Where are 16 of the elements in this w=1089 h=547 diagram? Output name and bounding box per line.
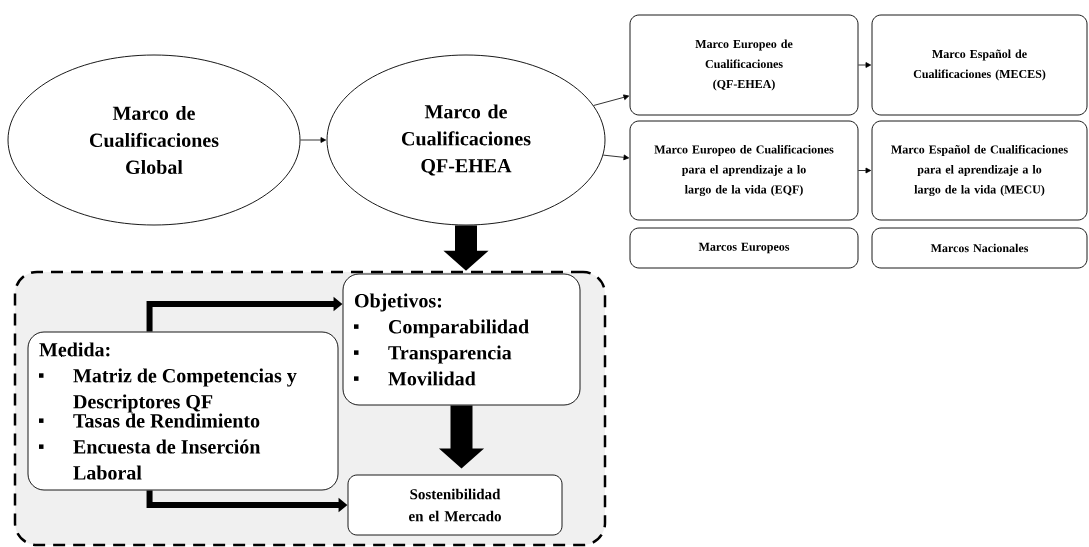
ellipse-node: Marco de Cualificaciones QF-EHEA [326,54,606,226]
arrow [593,94,630,106]
rounded-box: Marco Español de Cualificaciones (MECES) [871,14,1088,116]
rounded-box: Marco Europeo de Cualificaciones para el aprendizaje a lo largo de la vida (EQF) [629,120,859,221]
arrow [602,154,630,161]
rounded-box: Sostenibilidad en el Mercado [347,474,563,536]
list-box: Objetivos: Comparabilidad Transparencia Movilidad [342,273,581,406]
rounded-box: Marco Español de Cualificaciones para el aprendizaje a lo largo de la vida (MECU) [871,120,1088,221]
list-box: Medida: Matriz de Competencias y Descriptores QF Tasas de Rendimiento Encuesta de Inserción Laboral [27,331,339,491]
rounded-box: Marcos Europeos [629,227,859,269]
rounded-box: Marco Europeo de Cualificaciones (QF-EHEA) [629,14,859,116]
arrow [858,167,872,174]
rounded-box: Marcos Nacionales [871,227,1088,269]
ellipse-node: Marco de Cualificaciones Global [7,54,301,226]
arrow [858,62,872,68]
arrow [300,137,327,143]
